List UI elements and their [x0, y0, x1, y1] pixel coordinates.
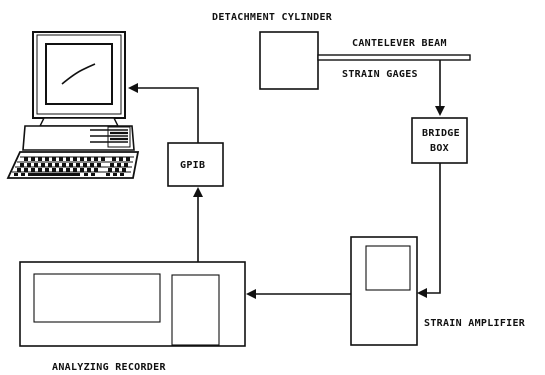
- recorder-to-gpib-arrowhead: [193, 187, 203, 197]
- cantilever-beam-label: CANTELEVER BEAM: [352, 38, 447, 49]
- gpib-to-computer-line: [136, 88, 198, 143]
- detachment-cylinder-label: DETACHMENT CYLINDER: [212, 12, 333, 23]
- detachment-cylinder-box: [260, 32, 318, 89]
- strain-gages-label: STRAIN GAGES: [342, 69, 418, 80]
- bridge-box-label-line2: BOX: [430, 143, 449, 154]
- bridge-to-amplifier-arrowhead: [417, 288, 427, 298]
- gpib-to-computer-arrowhead: [128, 83, 138, 93]
- amplifier-to-recorder-arrowhead: [246, 289, 256, 299]
- strain-amplifier-box: [351, 237, 417, 345]
- analyzing-recorder-label: ANALYZING RECORDER: [52, 362, 166, 373]
- beam-to-bridge-arrowhead: [435, 106, 445, 116]
- desktop-computer-icon: [8, 32, 138, 178]
- strain-amplifier-label: STRAIN AMPLIFIER: [424, 318, 526, 329]
- bridge-box: [412, 118, 467, 163]
- cantilever-beam: [318, 55, 470, 60]
- gpib-label: GPIB: [180, 160, 205, 171]
- bridge-box-label-line1: BRIDGE: [422, 128, 460, 139]
- bridge-to-amplifier-line: [425, 163, 440, 293]
